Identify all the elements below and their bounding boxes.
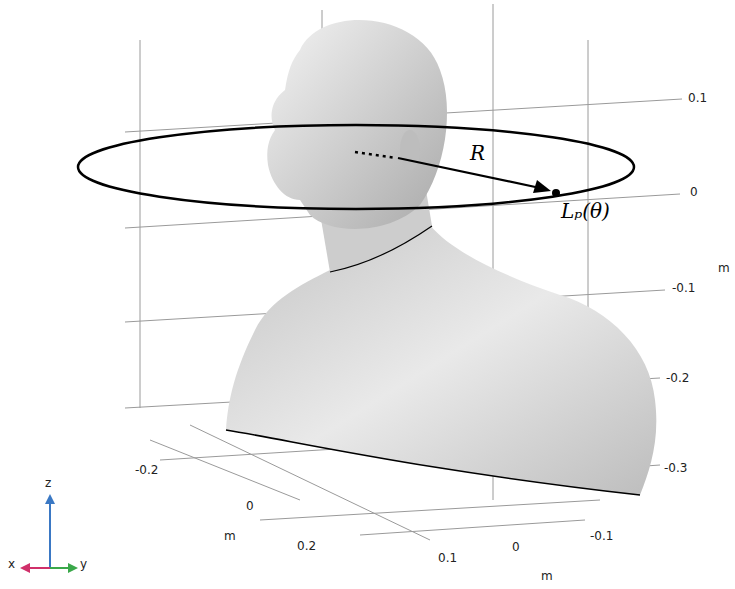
axis-tick: 0 (512, 541, 520, 554)
axis-triad (20, 494, 78, 573)
axis-tick: 0.1 (438, 552, 457, 565)
torso (226, 225, 656, 495)
axis-tick: -0.2 (666, 372, 689, 385)
axis-tick: 0.2 (297, 540, 316, 553)
axis-unit: m (541, 570, 553, 583)
torso-base (226, 430, 640, 495)
measurement-circle (78, 125, 634, 209)
grid-lines (125, 4, 682, 540)
axis-unit: m (224, 530, 236, 543)
neck-cut (330, 226, 432, 272)
probe-point (552, 189, 560, 197)
axis-tick: -0.3 (664, 462, 687, 475)
axis-tick: 0.1 (688, 92, 707, 105)
axis-tick: 0 (690, 186, 698, 199)
axis-unit: m (718, 262, 730, 275)
axis-tick: -0.1 (590, 530, 613, 543)
radius-arrow (398, 158, 540, 188)
axis-tick: 0 (246, 500, 254, 513)
level-symbol: Lₚ(θ) (561, 200, 610, 222)
axis-tick: -0.1 (672, 282, 695, 295)
ear (400, 130, 420, 170)
triad-label: z (45, 477, 51, 490)
triad-label: x (8, 558, 15, 571)
radius-hidden (355, 152, 396, 158)
triad-label: y (80, 558, 87, 571)
arrow-head (533, 180, 551, 193)
axis-tick: -0.2 (135, 464, 158, 477)
radius-symbol: R (470, 142, 485, 164)
